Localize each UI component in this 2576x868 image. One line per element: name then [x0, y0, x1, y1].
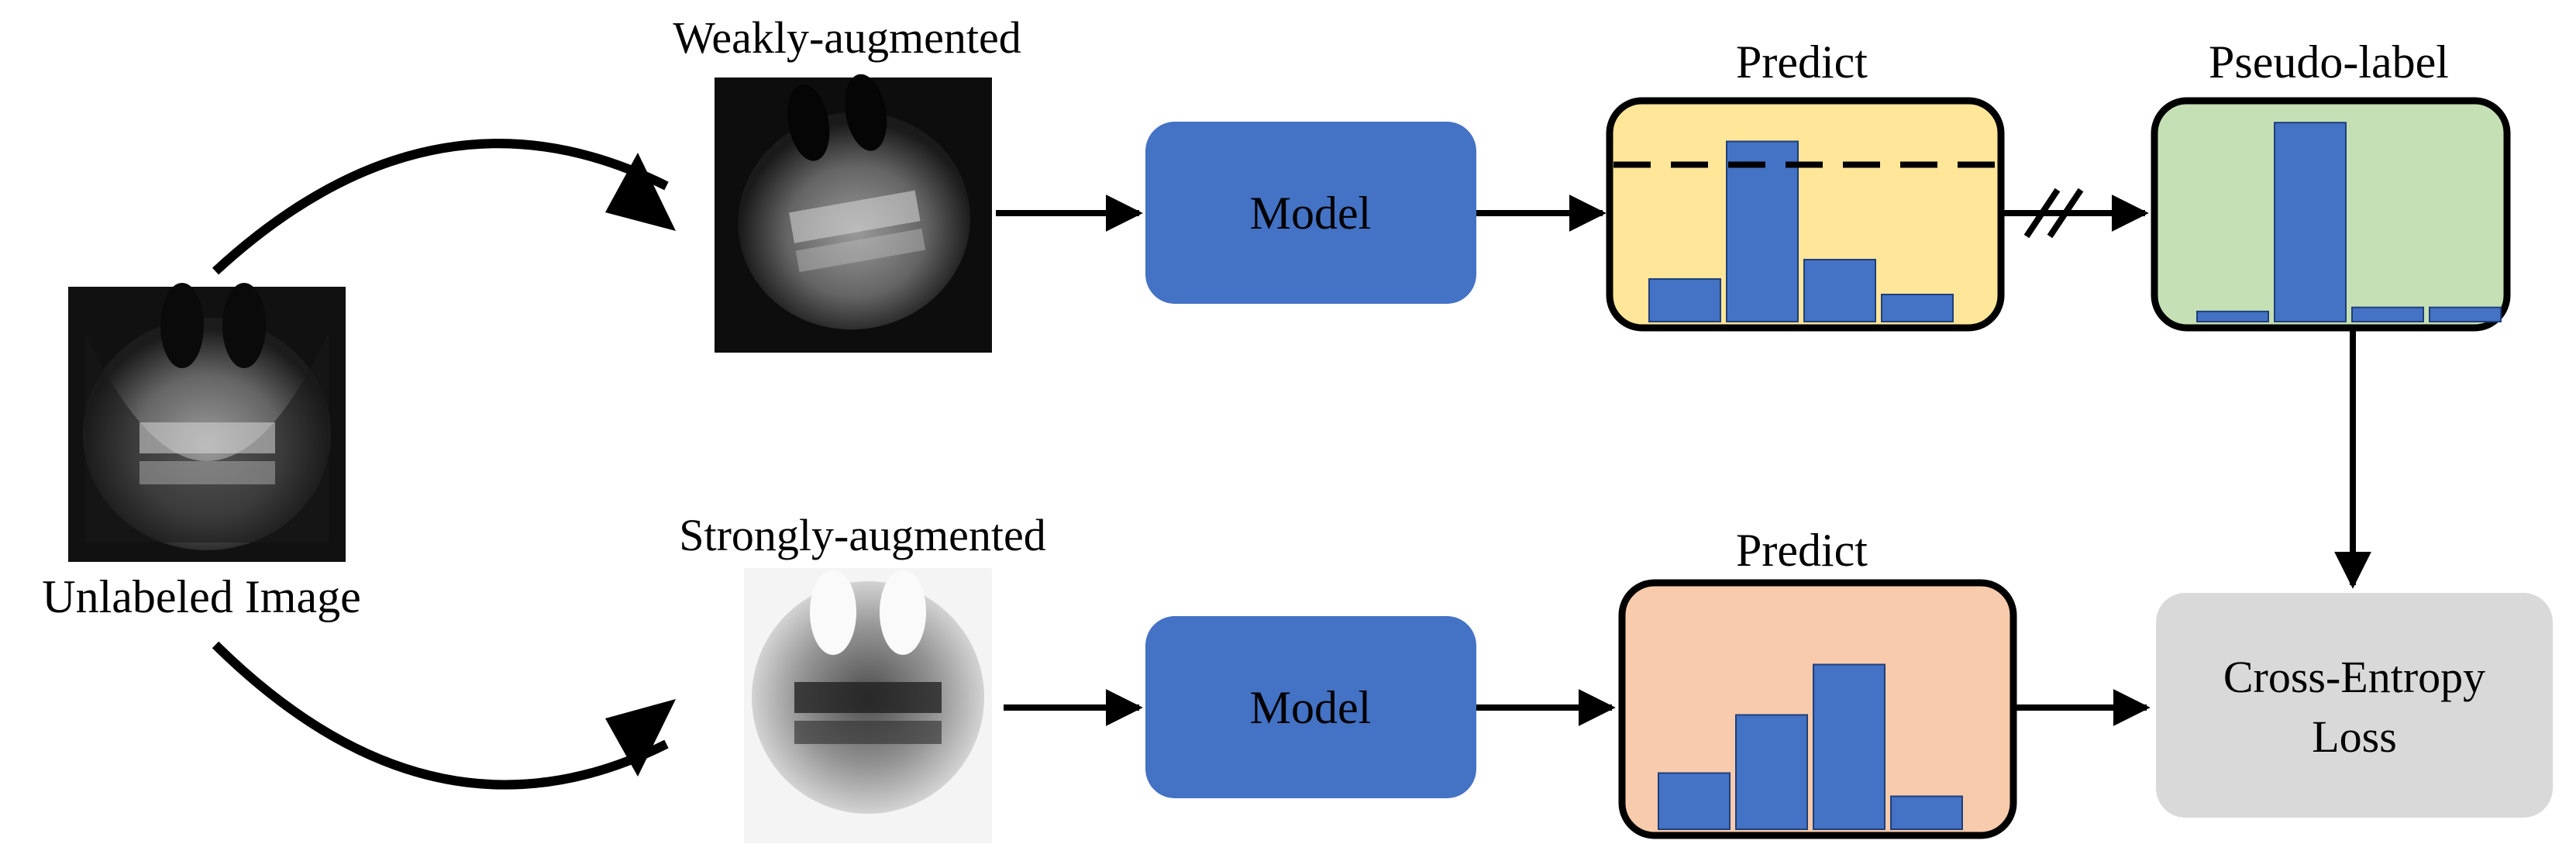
model-top-label: Model	[1250, 188, 1372, 239]
loss-label-line1: Cross-Entropy	[2223, 652, 2485, 702]
predict-bottom-bar-1	[1658, 772, 1731, 830]
pseudo-label-bar-3	[2351, 306, 2424, 323]
curve-arrow-to-weak	[212, 139, 669, 275]
predict-bottom-bar-4	[1890, 795, 1963, 830]
predict-top-bar-2	[1726, 140, 1799, 322]
strongly-augmented-image	[744, 568, 992, 843]
weakly-augmented-image	[715, 74, 992, 353]
curve-arrowhead-to-weak	[605, 153, 676, 231]
pseudo-label-bar-4	[2429, 306, 2502, 323]
predict-top-label: Predict	[1736, 36, 1868, 88]
predict-bottom-label: Predict	[1736, 525, 1868, 576]
pseudo-label-histogram	[2196, 122, 2502, 323]
cross-entropy-loss-box: Cross-Entropy Loss	[2156, 593, 2553, 818]
curve-arrow-to-strong	[212, 641, 669, 790]
unlabeled-image	[68, 283, 346, 562]
loss-label-line2: Loss	[2312, 711, 2397, 762]
model-box-top: Model	[1145, 122, 1476, 304]
weakly-augmented-label: Weakly-augmented	[673, 12, 1021, 63]
pseudo-label-bar-1	[2196, 310, 2269, 322]
predict-top-box	[1606, 97, 2005, 332]
strongly-augmented-label: Strongly-augmented	[679, 510, 1046, 560]
predict-top-histogram	[1648, 140, 1954, 322]
predict-bottom-bar-2	[1735, 714, 1808, 830]
pseudo-label-title: Pseudo-label	[2209, 36, 2449, 88]
predict-bottom-histogram	[1658, 663, 1963, 830]
predict-top-bar-4	[1881, 294, 1954, 322]
predict-bottom-bar-3	[1813, 663, 1886, 830]
stop-gradient-mark	[2023, 188, 2084, 239]
model-box-bottom: Model	[1145, 616, 1476, 798]
model-bottom-label: Model	[1250, 682, 1372, 733]
curve-arrowhead-to-strong	[605, 699, 676, 777]
pseudo-label-bar-2	[2274, 122, 2347, 323]
unlabeled-image-label: Unlabeled Image	[42, 571, 360, 622]
predict-top-bar-3	[1803, 259, 1876, 322]
predict-top-bar-1	[1648, 278, 1721, 322]
